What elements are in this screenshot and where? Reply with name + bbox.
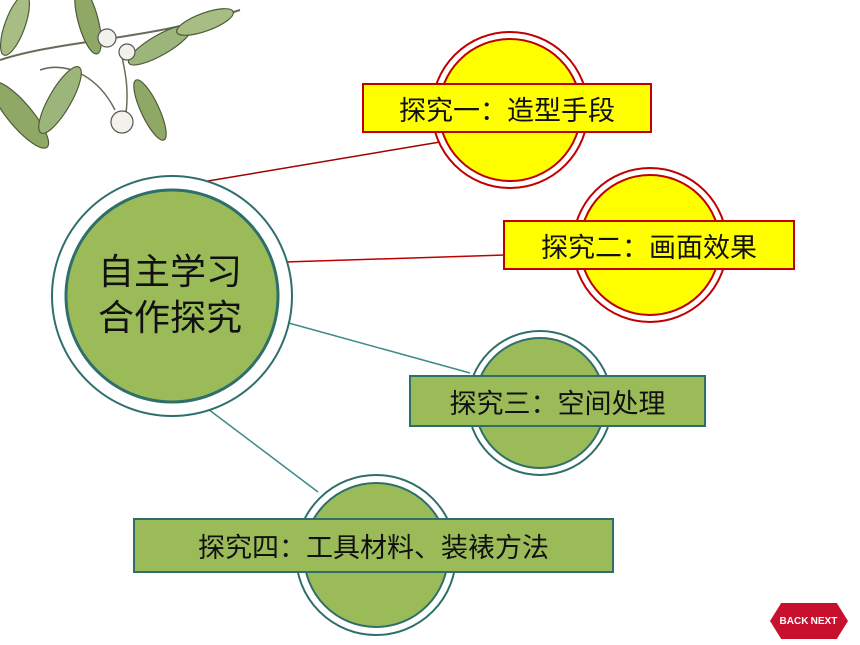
connector-line-2 (284, 254, 506, 263)
center-circle (51, 175, 293, 417)
connector-line-1 (189, 141, 441, 185)
center-title: 自主学习 合作探究 (80, 250, 260, 342)
topic-label-3[interactable]: 探究三：空间处理 (409, 375, 706, 427)
connector-line-3 (284, 321, 471, 374)
topic-label-2[interactable]: 探究二：画面效果 (503, 220, 795, 270)
topic-label-1[interactable]: 探究一：造型手段 (362, 83, 652, 133)
center-title-line2: 合作探究 (97, 298, 242, 339)
nav-buttons: BACK NEXT (770, 603, 848, 639)
topic-label-4[interactable]: 探究四：工具材料、装裱方法 (133, 518, 614, 573)
back-button[interactable]: BACK (770, 603, 810, 639)
center-title-line1: 自主学习 (97, 252, 242, 293)
connector-line-4 (199, 402, 319, 493)
olive-branch-icon (0, 0, 241, 149)
next-button[interactable]: NEXT (808, 603, 848, 639)
